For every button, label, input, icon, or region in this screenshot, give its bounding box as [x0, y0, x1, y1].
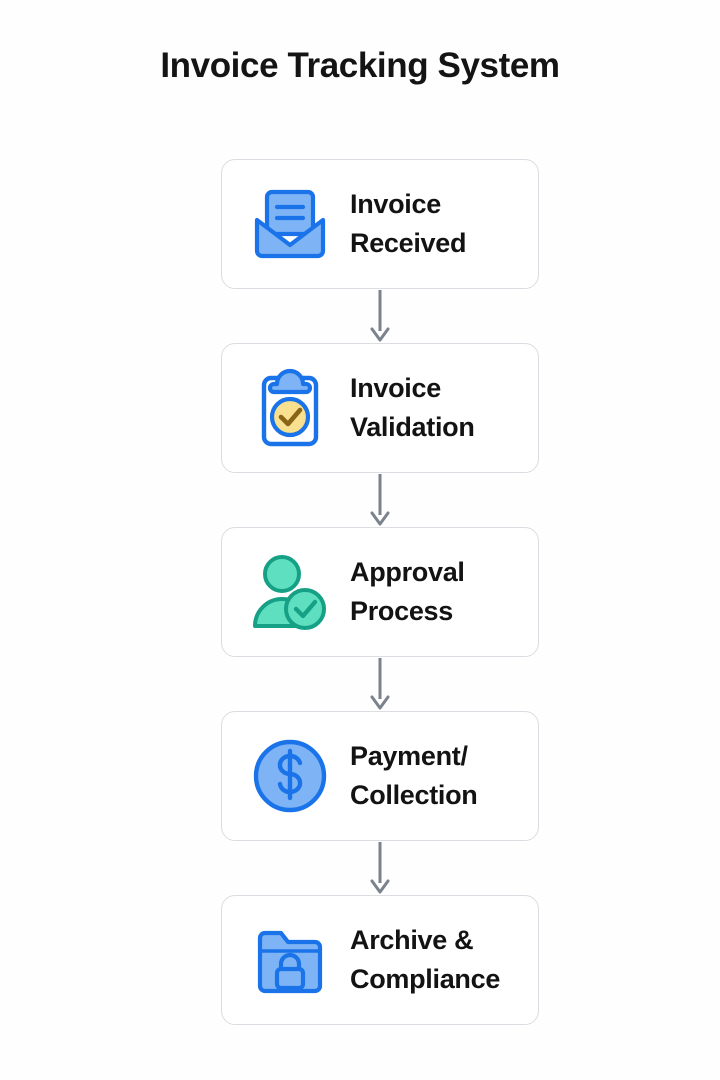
flow-step-invoice-received[interactable]: Invoice Received: [221, 159, 539, 289]
dollar-coin-icon: [246, 732, 334, 820]
folder-lock-icon: [246, 916, 334, 1004]
flow-step-approval-process[interactable]: Approval Process: [221, 527, 539, 657]
flow-step-payment-collection[interactable]: Payment/ Collection: [221, 711, 539, 841]
envelope-open-icon: [246, 180, 334, 268]
flow-step-label: Invoice Received: [350, 189, 467, 258]
arrow-down-icon: [370, 474, 390, 526]
arrow-down-icon: [370, 842, 390, 894]
flow-step-invoice-validation[interactable]: Invoice Validation: [221, 343, 539, 473]
connector-1: [221, 289, 539, 343]
user-check-icon: [246, 548, 334, 636]
flow-step-archive-compliance[interactable]: Archive & Compliance: [221, 895, 539, 1025]
flow-step-label: Invoice Validation: [350, 373, 475, 442]
flow-step-label: Approval Process: [350, 557, 465, 626]
arrow-down-icon: [370, 658, 390, 710]
connector-3: [221, 657, 539, 711]
flow-step-label: Payment/ Collection: [350, 741, 478, 810]
page-title: Invoice Tracking System: [160, 46, 560, 85]
arrow-down-icon: [370, 290, 390, 342]
connector-2: [221, 473, 539, 527]
flow-container: Invoice Received Invoice Validation: [221, 159, 539, 1025]
clipboard-check-icon: [246, 364, 334, 452]
connector-4: [221, 841, 539, 895]
flow-step-label: Archive & Compliance: [350, 925, 501, 994]
